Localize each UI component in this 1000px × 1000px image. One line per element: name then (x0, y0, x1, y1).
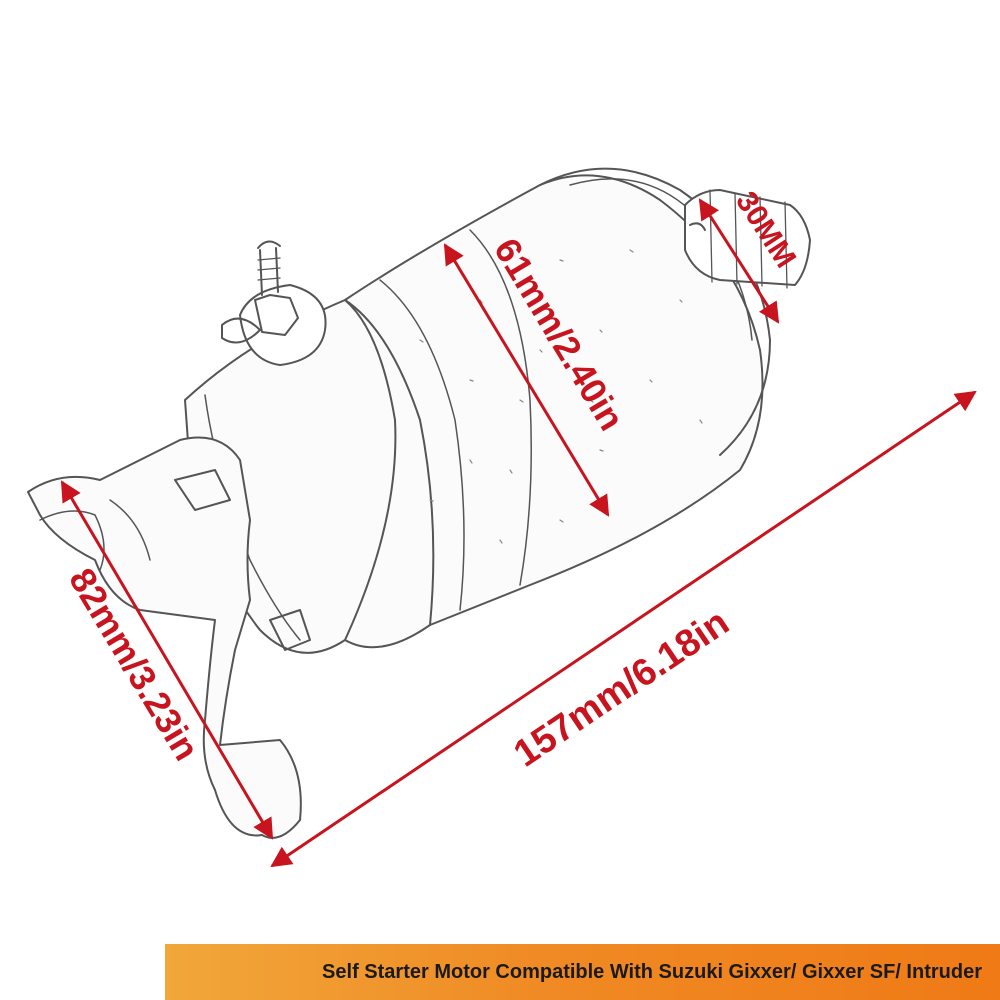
caption-banner: Self Starter Motor Compatible With Suzuk… (165, 944, 1000, 1000)
caption-text: Self Starter Motor Compatible With Suzuk… (322, 960, 982, 983)
starter-motor-drawing (27, 167, 811, 839)
total-length-label: 157mm/6.18in (507, 601, 737, 775)
